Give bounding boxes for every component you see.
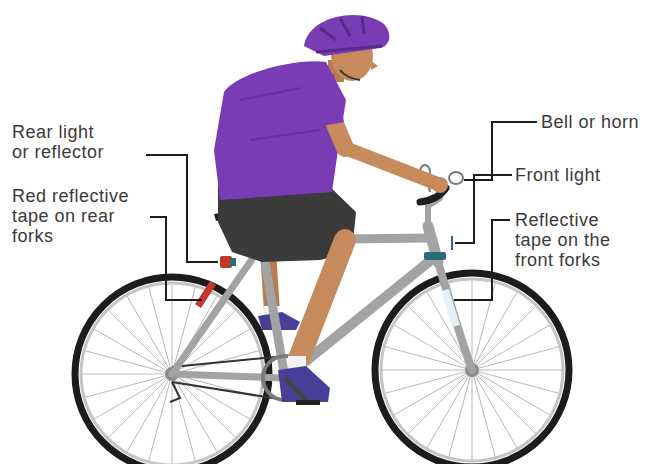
- callout-label: Bell or horn: [541, 112, 645, 132]
- front-light: [424, 252, 446, 260]
- helmet-strap: [340, 70, 360, 80]
- rider-hand: [432, 177, 448, 193]
- helmet-rim: [316, 46, 382, 52]
- leader-lines: [146, 122, 537, 300]
- rider-shoe: [278, 366, 330, 402]
- front-reflective-tape: [445, 290, 456, 326]
- callout-label: Front light: [515, 165, 635, 185]
- leader-line: [455, 175, 512, 243]
- callout-label: Red reflective tape on rear forks: [12, 186, 142, 246]
- callout-label: Rear light or reflector: [12, 122, 110, 162]
- rider-leg: [300, 240, 345, 356]
- callout-label: Reflective tape on the front forks: [515, 210, 625, 270]
- leader-line: [454, 220, 510, 300]
- rider-shirt: [214, 61, 346, 200]
- rear-reflective-tape: [198, 283, 213, 306]
- helmet-vents: [320, 16, 364, 40]
- rider-arm: [345, 148, 438, 184]
- bell-symbol: [449, 172, 463, 184]
- rear-light-bracket: [230, 258, 236, 266]
- leader-line: [150, 217, 202, 300]
- pedal: [296, 400, 320, 405]
- rider-sleeve: [306, 74, 344, 126]
- helmet: [304, 15, 389, 56]
- shirt-seam: [240, 88, 320, 140]
- derailleur: [170, 382, 180, 402]
- rider-nose: [370, 60, 378, 70]
- front-light-beam: [451, 236, 453, 250]
- leader-line: [146, 155, 218, 262]
- crank: [285, 378, 306, 400]
